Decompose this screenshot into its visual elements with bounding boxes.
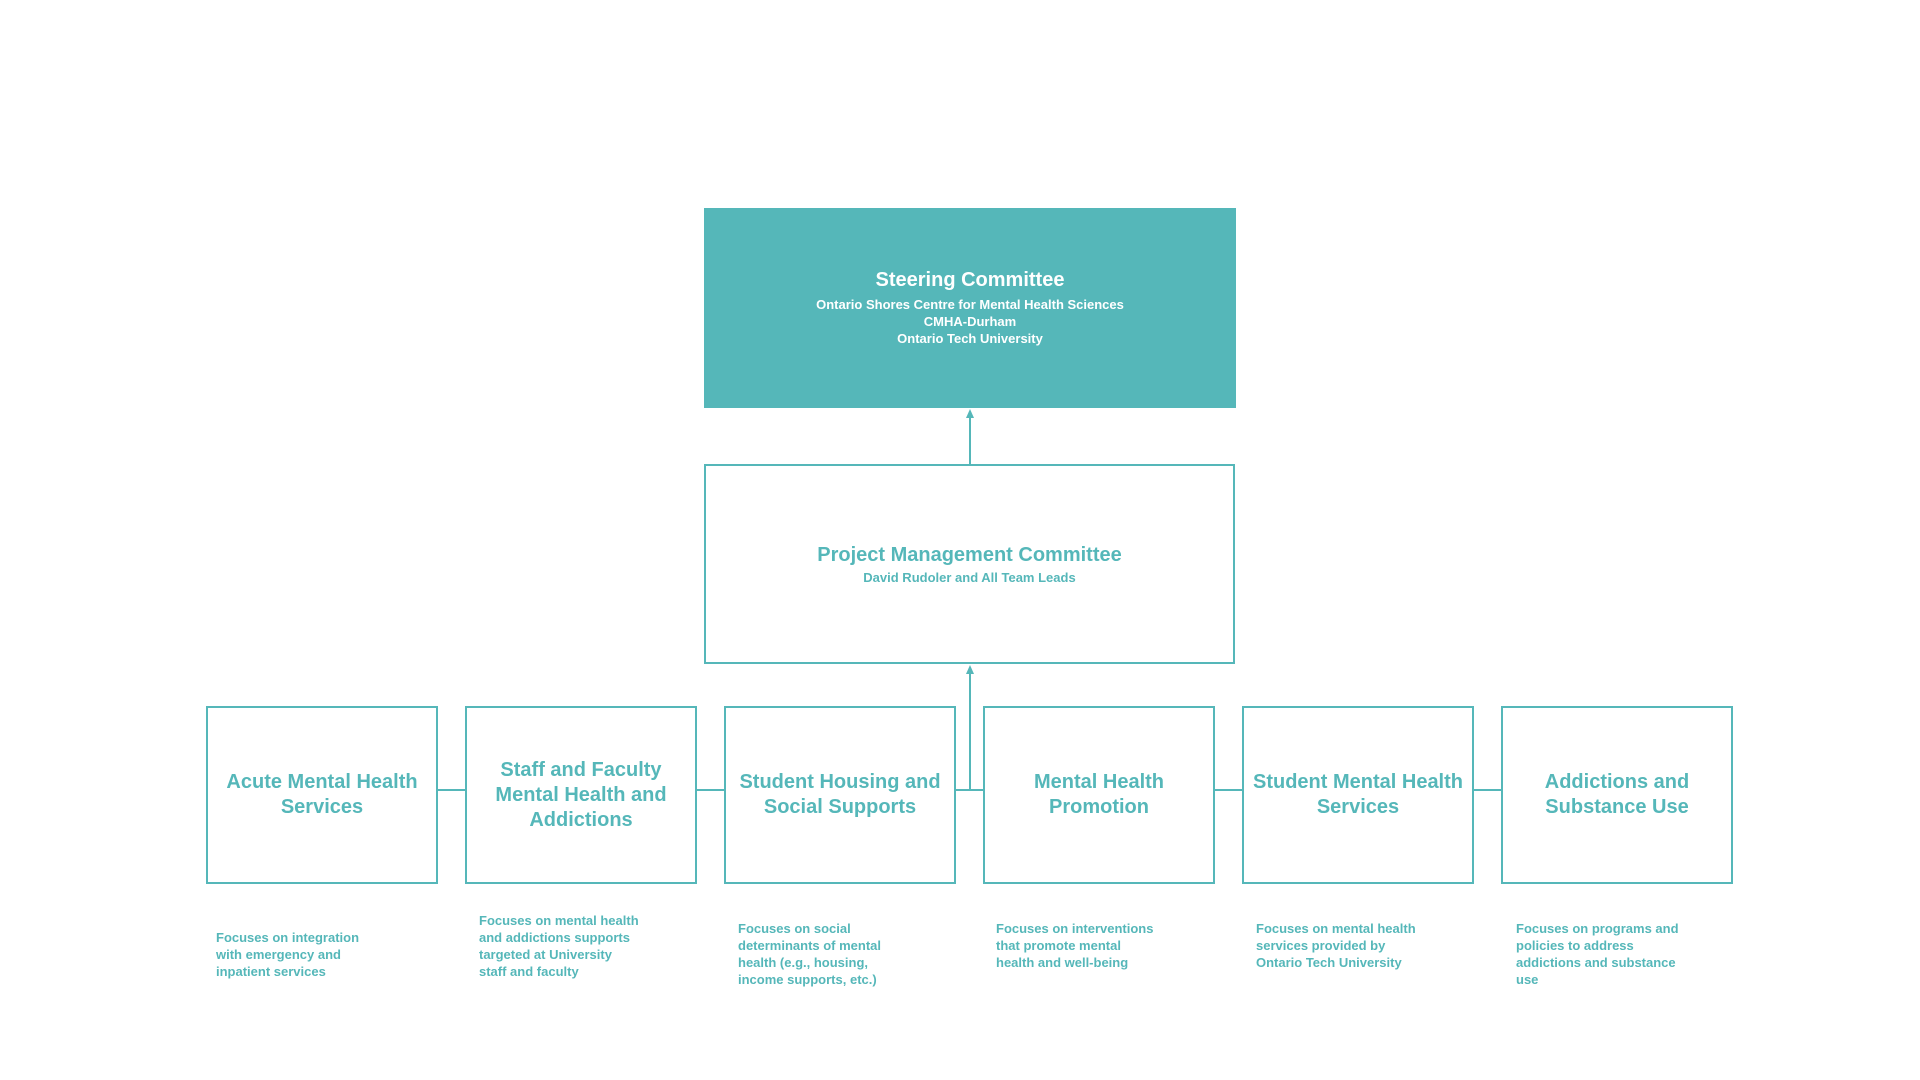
steering-member-cmha-durham: CMHA-Durham	[923, 314, 1017, 329]
team-box-addictions-substance-use: Addictions and Substance Use	[1501, 706, 1733, 884]
team-description-addictions-substance-use: Focuses on programs and policies to addr…	[1516, 921, 1679, 987]
team-description-staff-faculty: Focuses on mental health and addictions …	[479, 913, 639, 979]
steering-member-ontario-shores: Ontario Shores Centre for Mental Health …	[816, 297, 1124, 312]
team-box-mental-health-promotion: Mental Health Promotion	[983, 706, 1215, 884]
pmc-to-steering-arrowhead	[966, 409, 974, 418]
team-title: Addictions and Substance Use	[1544, 771, 1690, 818]
steering-member-ontario-tech: Ontario Tech University	[897, 331, 1043, 346]
team-box-student-mental-health: Student Mental Health Services	[1242, 706, 1474, 884]
steering-committee-box: Steering Committee Ontario Shores Centre…	[704, 208, 1236, 408]
team-box-student-housing: Student Housing and Social Supports	[724, 706, 956, 884]
team-title: Student Housing and Social Supports	[739, 771, 941, 818]
pmc-subtitle: David Rudoler and All Team Leads	[863, 569, 1076, 585]
team-title: Acute Mental Health Services	[226, 771, 418, 818]
team-description-mental-health-promotion: Focuses on interventions that promote me…	[996, 921, 1154, 970]
team-title: Staff and Faculty Mental Health and Addi…	[495, 758, 667, 831]
steering-committee-title: Steering Committee	[875, 269, 1065, 291]
team-title: Student Mental Health Services	[1252, 771, 1463, 818]
team-box-staff-faculty: Staff and Faculty Mental Health and Addi…	[465, 706, 697, 884]
teams-to-pmc-arrowhead	[966, 665, 974, 674]
team-description-acute-mental-health: Focuses on integration with emergency an…	[216, 930, 360, 979]
project-management-committee-box: Project Management Committee David Rudol…	[704, 464, 1235, 664]
team-description-student-housing: Focuses on social determinants of mental…	[738, 921, 882, 987]
pmc-title: Project Management Committee	[817, 543, 1122, 566]
team-box-acute-mental-health: Acute Mental Health Services	[206, 706, 438, 884]
team-description-student-mental-health: Focuses on mental health services provid…	[1256, 921, 1416, 970]
team-title: Mental Health Promotion	[1033, 771, 1165, 818]
